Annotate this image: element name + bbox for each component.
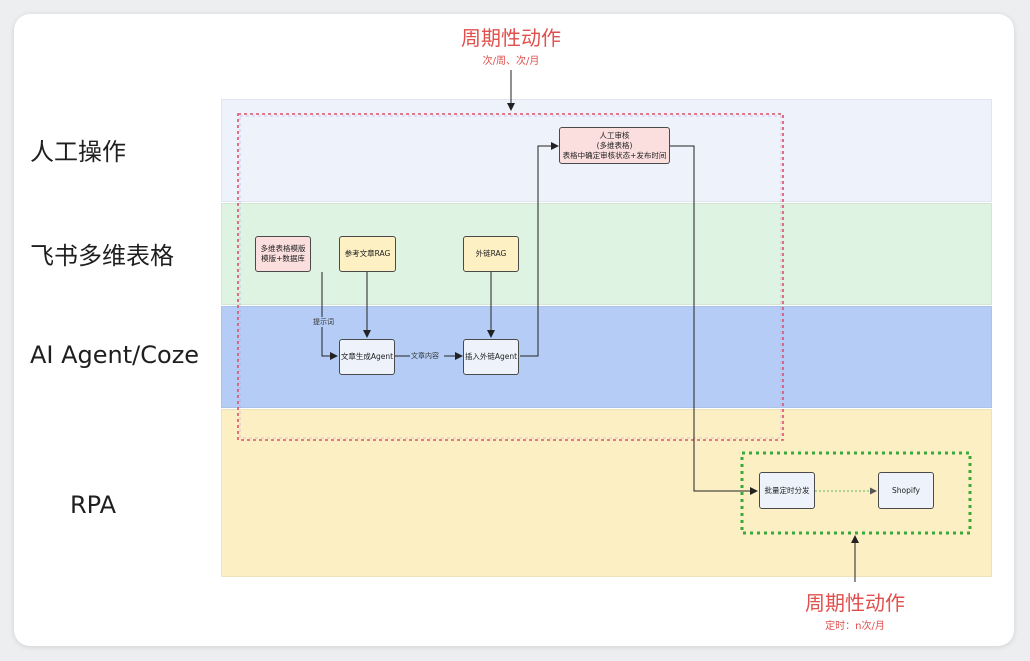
node-insert-link-agent[interactable]: 插入外链Agent	[463, 339, 519, 375]
node-article-agent[interactable]: 文章生成Agent	[339, 339, 395, 375]
node-manual-review-title: 人工审核	[599, 130, 630, 140]
edge-label-content: 文章内容	[411, 352, 439, 360]
edge-label-prompt: 提示词	[311, 317, 336, 327]
node-table-template[interactable]: 多维表格模版 模版+数据库	[255, 236, 311, 272]
node-manual-review[interactable]: 人工审核 (多维表格) 表格中确定审核状态+发布时间	[559, 127, 670, 164]
lane-rpa	[221, 409, 992, 577]
node-link-rag[interactable]: 外链RAG	[463, 236, 519, 272]
edge-review-to-batch	[670, 145, 758, 495]
node-batch-publish[interactable]: 批量定时分发	[759, 472, 815, 509]
periodic-group-box	[237, 113, 784, 441]
edge-insert-to-review	[520, 142, 559, 357]
node-table-template-desc: 模版+数据库	[261, 254, 305, 263]
lane-label-rpa: RPA	[70, 491, 117, 519]
periodic-top-subtitle: 次/周、次/月	[482, 56, 540, 67]
periodic-bottom-title: 周期性动作	[805, 591, 905, 615]
node-reference-rag[interactable]: 参考文章RAG	[339, 236, 396, 272]
node-table-template-title: 多维表格模版	[260, 244, 306, 253]
node-shopify[interactable]: Shopify	[878, 472, 934, 509]
periodic-bottom-subtitle: 定时：n次/月	[825, 621, 885, 632]
periodic-group-box-inner	[239, 115, 782, 439]
node-manual-review-subtitle: (多维表格)	[596, 140, 633, 150]
rpa-group-box	[740, 451, 972, 535]
lane-label-ai-agent: AI Agent/Coze	[30, 341, 200, 369]
periodic-top-title: 周期性动作	[461, 26, 561, 50]
node-manual-review-desc: 表格中确定审核状态+发布时间	[562, 150, 667, 160]
lane-label-manual: 人工操作	[30, 138, 126, 166]
lane-label-feishu: 飞书多维表格	[30, 242, 174, 270]
edge-template-to-article	[321, 272, 338, 360]
